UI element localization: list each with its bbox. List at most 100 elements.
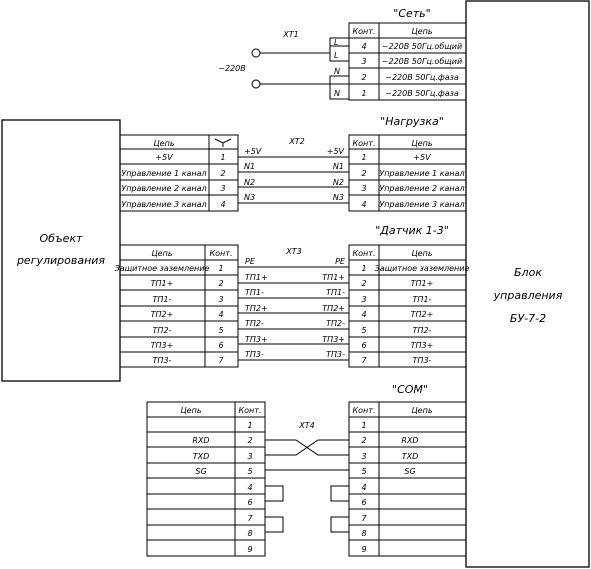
xt3-wires: XT3 PE PE ТП1+ ТП1+ ТП1- ТП1- ТП2+ ТП2+ … <box>238 247 349 361</box>
net-table: Конт. Цепь 4 ~220В 50Гц.общий 3 ~220В 50… <box>348 22 467 101</box>
sensor-row-4-cont: 4 <box>361 310 366 319</box>
load-left-row-4-cont: 4 <box>220 200 225 209</box>
load-row-1-cont: 1 <box>361 153 366 162</box>
load-left-row-4-chain: Управление 3 канал <box>121 200 206 209</box>
load-right-table: Конт. Цепь 1 +5V 2 Управление 1 канал 3 … <box>348 134 467 212</box>
load-left-row-1-cont: 1 <box>220 153 225 162</box>
xt2-wires: XT2 +5V +5V N1 N1 N2 N2 N3 N3 <box>238 137 349 204</box>
com-left-row-4-cont: 5 <box>247 467 252 476</box>
xt2-wire-4-right: N3 <box>333 193 344 202</box>
net-row-4-cont: 1 <box>361 89 366 98</box>
plug-symbol-icon <box>214 138 232 147</box>
load-row-4-chain: Управление 3 канал <box>379 200 464 209</box>
sensor-row-1-cont: 1 <box>361 264 366 273</box>
xt2-wire-3-left: N2 <box>244 178 255 187</box>
xt2-wire-1-left: +5V <box>244 147 262 156</box>
xt3-wire-1-right: PE <box>335 257 346 266</box>
com-left-row-2-chain: RXD <box>192 436 209 445</box>
com-title: "COM" <box>392 383 428 396</box>
xt3-label: XT3 <box>285 247 301 256</box>
sensor-left-row-7-cont: 7 <box>218 356 224 365</box>
xt3-wire-6-right: ТП3+ <box>322 335 345 344</box>
xt3-wire-3-left: ТП1- <box>245 288 264 297</box>
load-header-chain: Цепь <box>411 139 432 148</box>
object-label-2: регулирования <box>16 254 105 267</box>
sensor-left-row-5-chain: ТП2- <box>153 326 172 335</box>
load-row-3-cont: 3 <box>361 184 366 193</box>
load-left-row-1-chain: +5V <box>155 153 173 162</box>
sensor-left-row-4-cont: 4 <box>218 310 223 319</box>
xt1-label: XT1 <box>282 30 298 39</box>
control-unit-label-3: БУ-7-2 <box>510 312 546 325</box>
load-row-2-chain: Управление 1 канал <box>379 169 464 178</box>
sensor-left-row-6-cont: 6 <box>218 341 223 350</box>
net-row-2-cont: 3 <box>361 57 366 66</box>
xt2-wire-4-left: N3 <box>244 193 255 202</box>
sensor-header-cont: Конт. <box>352 249 375 258</box>
sensor-left-row-1-chain: Защитное заземление <box>115 264 210 273</box>
com-row-4-chain: SG <box>404 467 415 476</box>
com-row-6-cont: 6 <box>361 498 366 507</box>
sensor-left-header-chain: Цепь <box>151 249 172 258</box>
xt3-wire-5-left: ТП2- <box>245 319 264 328</box>
voltage-label: ~220В <box>218 64 245 73</box>
xt2-wire-1-right: +5V <box>327 147 345 156</box>
net-row-4-chain: ~220В 50Гц.фаза <box>385 89 459 98</box>
sensor-left-table: Цепь Конт. Защитное заземление 1 ТП1+ 2 … <box>115 244 239 368</box>
sensor-header-chain: Цепь <box>411 249 432 258</box>
sensor-row-2-cont: 2 <box>361 279 366 288</box>
load-row-3-chain: Управление 2 канал <box>379 184 464 193</box>
net-row-1-cont: 4 <box>361 42 366 51</box>
net-row-1-chain: ~220В 50Гц.общий <box>382 42 462 51</box>
com-row-8-cont: 8 <box>361 529 366 538</box>
xt2-label: XT2 <box>288 137 304 146</box>
xt2-wire-3-right: N2 <box>333 178 344 187</box>
sensor-row-4-chain: ТП2+ <box>411 310 434 319</box>
com-left-header-cont: Конт. <box>238 406 261 415</box>
load-header-cont: Конт. <box>352 139 375 148</box>
sensor-left-row-5-cont: 5 <box>218 326 223 335</box>
controlled-object-block <box>1 119 121 382</box>
load-left-header-chain: Цепь <box>153 139 174 148</box>
com-header-cont: Конт. <box>352 406 375 415</box>
xt1-pin-l2: L <box>334 51 338 60</box>
com-left-row-6-cont: 6 <box>247 498 252 507</box>
xt4-wires: XT4 <box>265 421 349 533</box>
com-left-row-7-cont: 7 <box>247 514 253 523</box>
control-unit-label-2: управления <box>493 289 563 302</box>
com-row-5-cont: 4 <box>361 483 366 492</box>
sensor-left-row-2-chain: ТП1+ <box>151 279 174 288</box>
sensor-left-row-2-cont: 2 <box>218 279 223 288</box>
xt4-label: XT4 <box>298 421 314 430</box>
sensor-left-row-6-chain: ТП3+ <box>151 341 174 350</box>
sensor-right-table: Конт. Цепь 1 Защитное заземление 2 ТП1+ … <box>348 244 470 368</box>
xt2-wire-2-left: N1 <box>244 162 255 171</box>
xt3-wire-4-left: ТП2+ <box>245 304 268 313</box>
com-left-row-3-cont: 3 <box>247 452 252 461</box>
load-left-row-2-chain: Управление 1 канал <box>121 169 206 178</box>
net-row-2-chain: ~220В 50Гц.общий <box>382 57 462 66</box>
com-left-row-9-cont: 9 <box>247 545 252 554</box>
com-left-row-2-cont: 2 <box>247 436 252 445</box>
load-left-row-2-cont: 2 <box>220 169 225 178</box>
sensor-row-5-cont: 5 <box>361 326 366 335</box>
com-row-9-cont: 9 <box>361 545 366 554</box>
xt3-wire-6-left: ТП3+ <box>245 335 268 344</box>
xt3-wire-1-left: PE <box>245 257 256 266</box>
net-row-3-chain: ~220В 50Гц.фаза <box>385 73 459 82</box>
load-left-table: Цепь +5V 1 Управление 1 канал 2 Управлен… <box>119 134 239 212</box>
sensor-row-3-chain: ТП1- <box>413 295 432 304</box>
com-left-row-4-chain: SG <box>195 467 206 476</box>
sensor-row-3-cont: 3 <box>361 295 366 304</box>
xt1-pin-n1: N <box>334 67 340 76</box>
com-row-3-cont: 3 <box>361 452 366 461</box>
control-unit-block <box>465 0 590 568</box>
sensor-row-1-chain: Защитное заземление <box>375 264 470 273</box>
xt2-wire-2-right: N1 <box>333 162 344 171</box>
load-left-row-3-cont: 3 <box>220 184 225 193</box>
com-row-3-chain: TXD <box>402 452 419 461</box>
com-row-1-cont: 1 <box>361 421 366 430</box>
sensor-row-6-chain: ТП3+ <box>411 341 434 350</box>
sensor-left-row-3-cont: 3 <box>218 295 223 304</box>
sensor-row-6-cont: 6 <box>361 341 366 350</box>
